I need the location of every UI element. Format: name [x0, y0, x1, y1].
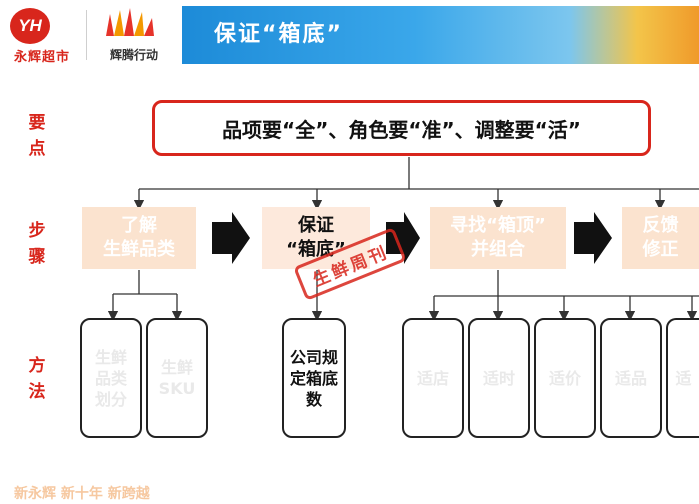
label-steps: 步骤 [28, 221, 46, 267]
label-methods: 方法 [28, 356, 46, 402]
method-category-division: 生鲜品类划分 [80, 318, 142, 438]
method-fit-time: 适时 [468, 318, 530, 438]
header: YH 永辉超市 辉腾行动 保证“箱底” [0, 0, 699, 66]
method-fresh-sku: 生鲜SKU [146, 318, 208, 438]
step4-line1: 反馈 [642, 215, 679, 236]
hands-logo-icon [106, 8, 154, 36]
method-company-box-bottom: 公司规定箱底数 [282, 318, 346, 438]
step1-line1: 了解 [121, 215, 157, 236]
page-title: 保证“箱底” [214, 22, 343, 47]
step2-line1: 保证 [297, 215, 334, 236]
yh-logo-icon: YH [10, 8, 50, 44]
method-fit-price: 适价 [534, 318, 596, 438]
step-feedback: 反馈修正 [622, 207, 699, 269]
step-box-bottom: 保证 “箱底” [262, 207, 370, 269]
method-fit-partial: 适 [666, 318, 699, 438]
campaign-name: 辉腾行动 [109, 48, 158, 62]
header-divider [86, 10, 87, 60]
method-fit-product: 适品 [600, 318, 662, 438]
step1-line2: 生鲜品类 [103, 239, 175, 260]
step3-line2: 并组合 [470, 239, 525, 260]
step-understand-fresh: 了解生鲜品类 [82, 207, 196, 269]
step-find-box-top: 寻找“箱顶” 并组合 [430, 207, 566, 269]
step3-line1: 寻找“箱顶” [450, 215, 546, 236]
key-point-text: 品项要“全”、角色要“准”、调整要“活” [222, 117, 581, 142]
title-banner [182, 6, 699, 64]
brand-name: 永辉超市 [13, 50, 70, 65]
step4-line2: 修正 [642, 239, 679, 260]
footer-slogan: 新永辉 新十年 新跨越 [14, 486, 150, 502]
step-arrow-2 [386, 212, 420, 264]
step-arrow-3 [574, 212, 612, 264]
method-fit-store: 适店 [402, 318, 464, 438]
label-key-points: 要点 [28, 113, 46, 159]
key-point-box: 品项要“全”、角色要“准”、调整要“活” [152, 100, 651, 156]
step-arrow-1 [212, 212, 250, 264]
step2-line2: “箱底” [286, 239, 346, 260]
